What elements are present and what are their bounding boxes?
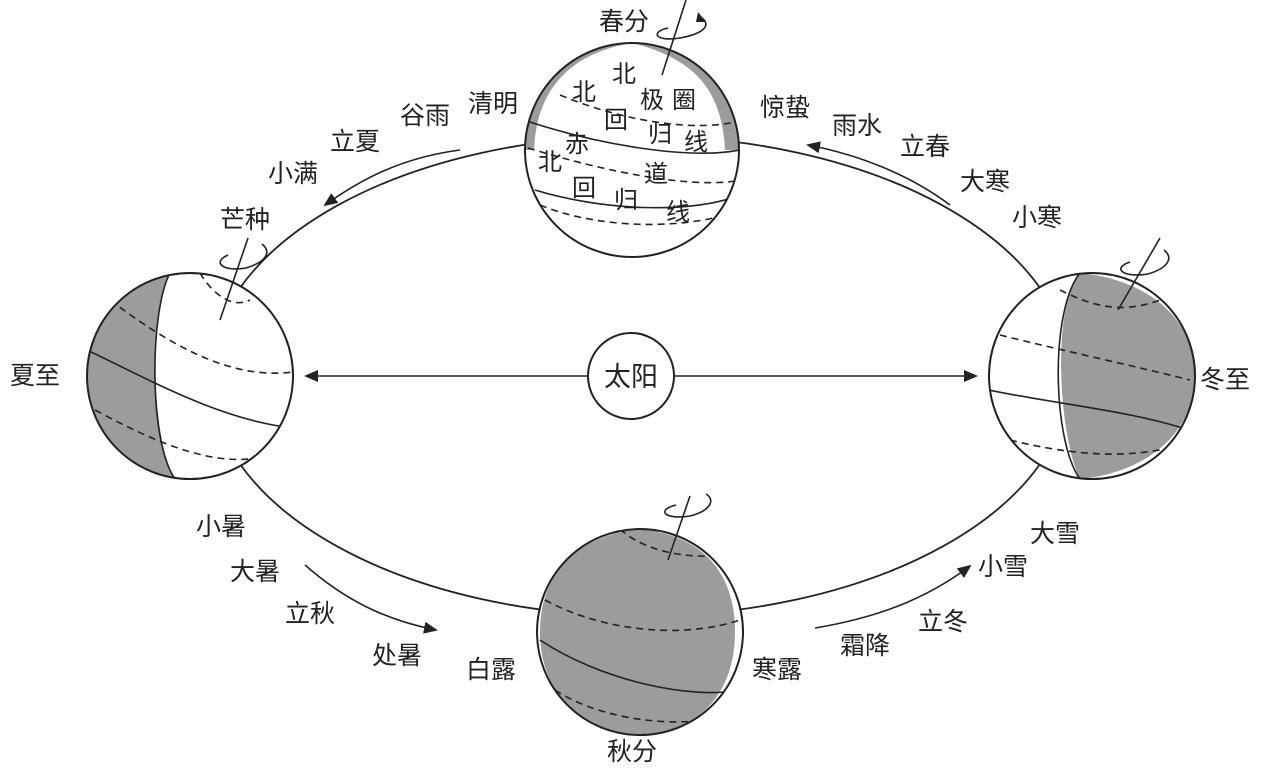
term-hanlu: 寒露	[752, 655, 802, 684]
term-xiaoxue: 小雪	[978, 552, 1028, 581]
term-liqiu: 立秋	[285, 599, 335, 628]
arrow-autumn-to-winter	[814, 564, 972, 629]
label-summer-solstice: 夏至	[10, 361, 60, 390]
arrow-summer-to-autumn	[304, 564, 438, 634]
term-guyu: 谷雨	[400, 101, 450, 130]
term-dahan: 大寒	[960, 167, 1010, 196]
term-mangzhong: 芒种	[220, 205, 270, 234]
term-lidong: 立冬	[918, 607, 968, 636]
term-daxue: 大雪	[1030, 519, 1080, 548]
label-spring-equinox: 春分	[599, 7, 649, 36]
term-lichun: 立春	[900, 132, 950, 161]
globe-label-gui-2: 归	[614, 186, 638, 214]
globe-label-hui-2: 回	[572, 174, 596, 202]
globe-label-north-2: 北	[612, 60, 636, 88]
term-shuangjiang: 霜降	[840, 631, 890, 660]
globe-label-xian: 线	[684, 128, 708, 156]
globe-label-quan: 圈	[672, 86, 696, 114]
sun: 太阳	[304, 332, 978, 420]
label-winter-solstice: 冬至	[1200, 365, 1250, 394]
term-yushui: 雨水	[832, 111, 882, 140]
term-qingming: 清明	[468, 89, 518, 118]
globe-label-chi: 赤	[565, 130, 589, 158]
globe-label-dao: 道	[644, 160, 668, 188]
arrow-spring-to-summer	[323, 149, 461, 207]
arrow-winter-to-spring	[806, 141, 951, 206]
globe-label-ji: 极	[640, 86, 664, 114]
label-autumn-equinox: 秋分	[607, 737, 657, 766]
globe-winter-solstice	[988, 237, 1196, 480]
globe-spring-equinox	[524, 0, 740, 258]
term-xiaohan: 小寒	[1012, 203, 1062, 232]
globe-summer-solstice	[86, 237, 294, 480]
term-xiaoman: 小满	[268, 159, 318, 188]
globe-label-xian-2: 线	[666, 198, 690, 226]
term-xiaoshu: 小暑	[196, 512, 246, 541]
globe-label-bei-2: 北	[538, 148, 562, 176]
term-bailu: 白露	[466, 655, 516, 684]
globe-label-gui: 归	[648, 120, 672, 148]
term-lixia: 立夏	[330, 127, 380, 156]
term-jingzhe: 惊蛰	[760, 93, 810, 122]
globe-label-hui: 回	[604, 106, 628, 134]
term-dashu: 大暑	[230, 557, 280, 586]
sun-label: 太阳	[604, 362, 658, 393]
globe-autumn-equinox	[536, 493, 744, 736]
globe-label-north-1: 北	[572, 78, 596, 106]
term-chushu: 处暑	[372, 641, 422, 670]
